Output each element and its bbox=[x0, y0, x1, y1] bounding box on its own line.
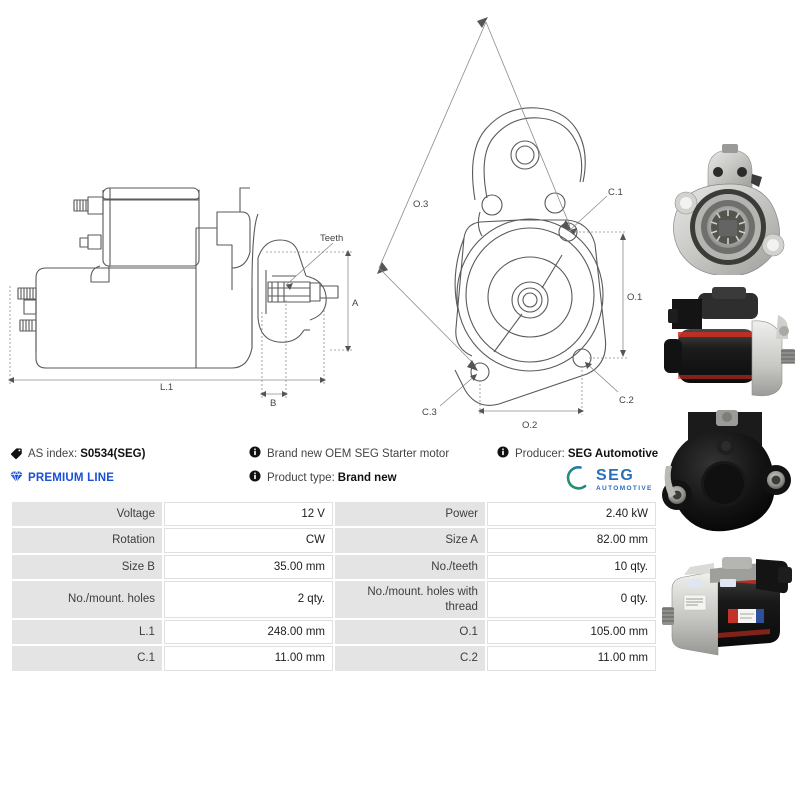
label-c1: C.1 bbox=[608, 187, 623, 198]
table-row: L.1 248.00 mm O.1 105.00 mm bbox=[12, 619, 656, 645]
label-c3: C.3 bbox=[422, 407, 437, 418]
description-row: Brand new OEM SEG Starter motor bbox=[249, 446, 449, 462]
producer-value: SEG Automotive bbox=[567, 447, 659, 460]
spec-key: Rotation bbox=[12, 528, 162, 553]
spec-value: 12 V bbox=[163, 502, 333, 527]
side-view-drawing: A L.1 B Teeth bbox=[8, 187, 359, 409]
spec-value: 2 qty. bbox=[163, 581, 333, 618]
table-row: Rotation CW Size A 82.00 mm bbox=[12, 528, 656, 553]
front-view-drawing: O.3 O.1 O.2 C.1 C.2 C.3 bbox=[377, 17, 642, 431]
technical-drawings-area: A L.1 B Teeth bbox=[0, 0, 660, 435]
spec-key: Power bbox=[334, 502, 485, 527]
specifications-body: Voltage 12 V Power 2.40 kW Rotation CW S… bbox=[12, 502, 656, 671]
premium-line-label: PREMIUM LINE bbox=[28, 472, 115, 485]
label-o1: O.1 bbox=[627, 292, 642, 303]
spec-value: 35.00 mm bbox=[163, 554, 333, 580]
info-icon bbox=[249, 446, 264, 462]
table-row: No./mount. holes 2 qty. No./mount. holes… bbox=[12, 581, 656, 618]
seg-logo-wordmark: SEG bbox=[596, 467, 634, 484]
table-row: C.1 11.00 mm C.2 11.00 mm bbox=[12, 646, 656, 671]
spec-key: No./teeth bbox=[334, 554, 485, 580]
photo-rear-black-flange-view[interactable] bbox=[660, 410, 800, 545]
label-c2: C.2 bbox=[619, 395, 634, 406]
gem-icon bbox=[10, 470, 25, 487]
label-o2: O.2 bbox=[522, 420, 537, 431]
as-index-value: S0534(SEG) bbox=[80, 448, 146, 461]
spec-key: Size A bbox=[334, 528, 485, 553]
producer-label: Producer: bbox=[515, 447, 565, 460]
spec-key: C.2 bbox=[334, 646, 485, 671]
product-type-row: Product type: Brand new bbox=[249, 470, 397, 486]
spec-key: No./mount. holes bbox=[12, 581, 162, 618]
spec-value: CW bbox=[163, 528, 333, 553]
photo-angled-full-view[interactable] bbox=[660, 545, 800, 680]
table-row: Size B 35.00 mm No./teeth 10 qty. bbox=[12, 554, 656, 580]
label-teeth: Teeth bbox=[320, 233, 343, 244]
spec-value: 2.40 kW bbox=[486, 502, 656, 527]
label-size-b: B bbox=[270, 398, 276, 409]
label-l1: L.1 bbox=[160, 382, 173, 393]
producer-row: Producer: SEG Automotive bbox=[497, 446, 658, 462]
product-type-value: Brand new bbox=[337, 471, 397, 484]
info-icon bbox=[497, 446, 512, 462]
spec-key: C.1 bbox=[12, 646, 162, 671]
label-size-a: A bbox=[352, 298, 359, 309]
description-text: Brand new OEM SEG Starter motor bbox=[267, 447, 450, 460]
spec-key: No./mount. holes with thread bbox=[334, 581, 485, 618]
as-index-label: AS index: bbox=[28, 448, 78, 461]
photo-side-view-black-body[interactable] bbox=[660, 275, 800, 410]
spec-value: 105.00 mm bbox=[486, 619, 656, 645]
spec-value: 82.00 mm bbox=[486, 528, 656, 553]
spec-value: 248.00 mm bbox=[163, 619, 333, 645]
spec-key: L.1 bbox=[12, 619, 162, 645]
premium-line-row: PREMIUM LINE bbox=[10, 470, 114, 487]
seg-logo-subtitle: AUTOMOTIVE bbox=[596, 485, 653, 492]
spec-key: Voltage bbox=[12, 502, 162, 527]
specifications-table: Voltage 12 V Power 2.40 kW Rotation CW S… bbox=[10, 500, 658, 673]
spec-value: 11.00 mm bbox=[163, 646, 333, 671]
product-photo-gallery bbox=[660, 140, 800, 680]
seg-automotive-logo: SEG AUTOMOTIVE bbox=[560, 462, 656, 494]
label-o3: O.3 bbox=[413, 199, 428, 210]
spec-value: 10 qty. bbox=[486, 554, 656, 580]
product-type-label: Product type: bbox=[267, 471, 335, 484]
as-index-row: AS index: S0534(SEG) bbox=[10, 446, 145, 463]
spec-key: Size B bbox=[12, 554, 162, 580]
tag-icon bbox=[10, 446, 25, 463]
spec-value: 0 qty. bbox=[486, 581, 656, 618]
spec-key: O.1 bbox=[334, 619, 485, 645]
info-icon bbox=[249, 470, 264, 486]
spec-value: 11.00 mm bbox=[486, 646, 656, 671]
photo-front-flange-view[interactable] bbox=[660, 140, 800, 275]
product-info-bar: AS index: S0534(SEG) PREMIUM LINE bbox=[0, 440, 660, 495]
table-row: Voltage 12 V Power 2.40 kW bbox=[12, 502, 656, 527]
